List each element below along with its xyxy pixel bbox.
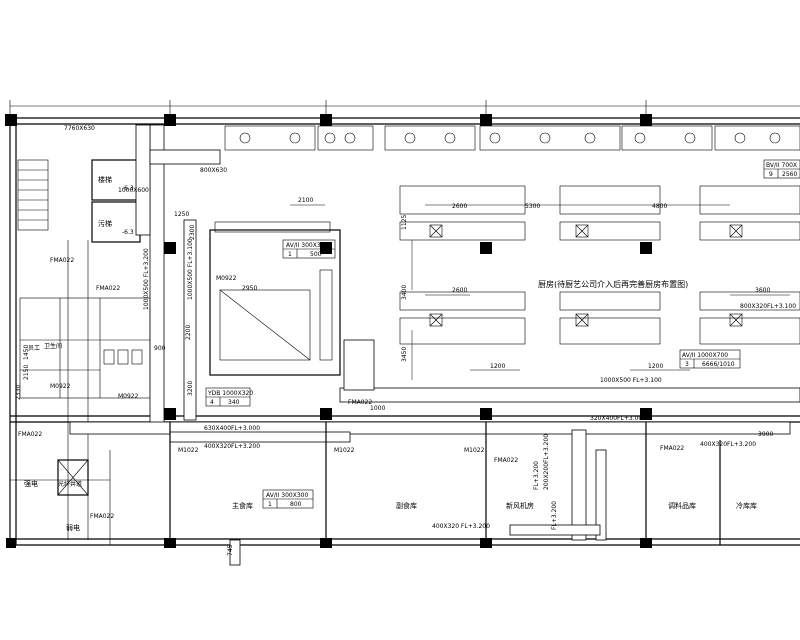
duct-main-4-label: 400X320FL+3.200 (700, 441, 756, 448)
av-box-1-head: AV/II 300X300 (286, 242, 328, 249)
av-box-1 (282, 239, 336, 259)
top-tag2-label: 800X630 (200, 167, 227, 174)
duct-vert-b-label: FL+3.200 (551, 501, 558, 530)
av-box-2-head: AV/II 300X300 (266, 492, 308, 499)
duct-main-2-label: 400X320FL+3.200 (204, 443, 260, 450)
av-box-2-n: 1 (268, 501, 272, 508)
dim-1200b: 1200 (648, 363, 663, 370)
room-weak-elec-label: 弱电 (66, 523, 80, 532)
dim-3200: 3200 (187, 381, 194, 396)
dim-2330: 2330 (15, 385, 22, 400)
room-cold-store-label: 冷库库 (736, 501, 757, 510)
duct-runs (69, 124, 800, 566)
top-equipment-row (224, 125, 800, 151)
room-fresh-air-label: 新风机房 (506, 501, 534, 510)
ydb-box-head: YDB 1000X320 (207, 390, 253, 397)
dim-2200: 2200 (185, 325, 192, 340)
dim-1000: 1000 (370, 405, 385, 412)
top-dim-label: 1000X600 (118, 187, 149, 194)
fire-tag-1: FMA022 (50, 257, 74, 264)
av-box-2-v: 800 (290, 501, 302, 508)
dimension-lines (290, 204, 790, 380)
fire-tag-6: FMA022 (660, 445, 684, 452)
fire-tag-4: FMA022 (494, 457, 518, 464)
dim-1250: 1250 (174, 211, 189, 218)
av-box-3 (679, 349, 741, 369)
door-tag-2: M1022 (178, 447, 199, 454)
bv-box (763, 159, 800, 179)
dim-3900: 3900 (758, 431, 773, 438)
top-tag-label: 7760X630 (64, 125, 95, 132)
left-core (17, 159, 151, 540)
dim-1125: 1125 (401, 215, 408, 230)
duct-v2-label: 1000X500 FL+3.200 (143, 248, 150, 310)
dim-1450: 1450 (23, 345, 30, 360)
av-box-3-head: AV/II 1000X700 (682, 352, 728, 359)
room-dirt-well-label: 污梯 (98, 219, 112, 228)
lift-level-2: -6.3 (122, 229, 134, 236)
dim-2950: 2950 (242, 285, 257, 292)
duct-vert-a-label: FL+3.200 (533, 461, 540, 490)
dim-5300: 5300 (525, 203, 540, 210)
duct-h1-label: 1000X500 FL+3.100 (600, 377, 662, 384)
lower-partitions (10, 422, 721, 545)
fire-tag-3: FMA022 (18, 431, 42, 438)
fire-tag-2: FMA022 (348, 399, 372, 406)
ydb-box-n: 4 (210, 399, 214, 406)
door-tag-5: M1022 (464, 447, 485, 454)
dim-4800: 4800 (652, 203, 667, 210)
duct-h3-label: 400X320 FL+3.200 (432, 523, 490, 530)
dim-900: 900 (154, 345, 166, 352)
fire-tag-7: FMA022 (96, 285, 120, 292)
room-elevator-label: 光纤井道 (58, 480, 82, 488)
ydb-box (205, 387, 251, 407)
bv-box-head: BV/II 700X (766, 162, 797, 169)
duct-h2-label: 800X320FL+3.100 (740, 303, 796, 310)
top-grid-ticks (9, 100, 800, 118)
duct-v1-label: 1000X500 FL+3.100 (187, 238, 194, 300)
dim-2300: 2300 (189, 225, 196, 240)
duct-main-3-label: 320X400FL+3.000 (590, 415, 646, 422)
duct-main-1-label: 630X400FL+3.000 (204, 425, 260, 432)
av-box-1-v: 500 (310, 251, 322, 258)
dim-3600: 3600 (755, 287, 770, 294)
door-tag-3: M1022 (334, 447, 355, 454)
lift-level-1: -6.3 (122, 185, 134, 192)
ydb-box-v: 340 (228, 399, 240, 406)
room-stair-label: 楼梯 (98, 175, 112, 184)
room-side-store-label: 副食库 (396, 501, 417, 510)
av-box-1-n: 1 (288, 251, 292, 258)
bv-box-v: 2560 (782, 171, 797, 178)
room-seasoning-label: 调料品库 (668, 501, 696, 510)
central-cooking-room (209, 221, 341, 376)
room-main-store-label: 主食库 (232, 501, 253, 510)
door-tag-4: M0922 (118, 393, 139, 400)
av-box-2 (262, 489, 314, 509)
room-strong-elec-label: 强电 (24, 479, 38, 488)
kitchen-islands (399, 185, 800, 345)
dim-2600a: 2600 (452, 203, 467, 210)
dim-2100: 2100 (298, 197, 313, 204)
dim-3400: 3400 (401, 285, 408, 300)
av-box-3-n: 3 (685, 361, 689, 368)
room-restroom-label: 卫生间 (44, 342, 62, 350)
av-box-3-v: 6666/1010 (702, 361, 735, 368)
fire-tag-5: FMA022 (90, 513, 114, 520)
door-tag-1: M0922 (50, 383, 71, 390)
room-staff-label: 员工 (28, 345, 40, 352)
outer-walls (8, 117, 800, 546)
room-kitchen-hall-label: 厨房(待厨艺公司介入后再完善厨房布置图) (538, 279, 688, 289)
dim-2150: 2150 (23, 365, 30, 380)
dim-1200a: 1200 (490, 363, 505, 370)
dim-2600b: 2600 (452, 287, 467, 294)
door-tag-6: M0922 (216, 275, 237, 282)
duct-v3-label: 200X200FL+3.200 (543, 434, 550, 490)
bv-box-n: 9 (769, 171, 773, 178)
dim-745: 745 (227, 544, 234, 556)
dim-3450: 3450 (401, 347, 408, 362)
